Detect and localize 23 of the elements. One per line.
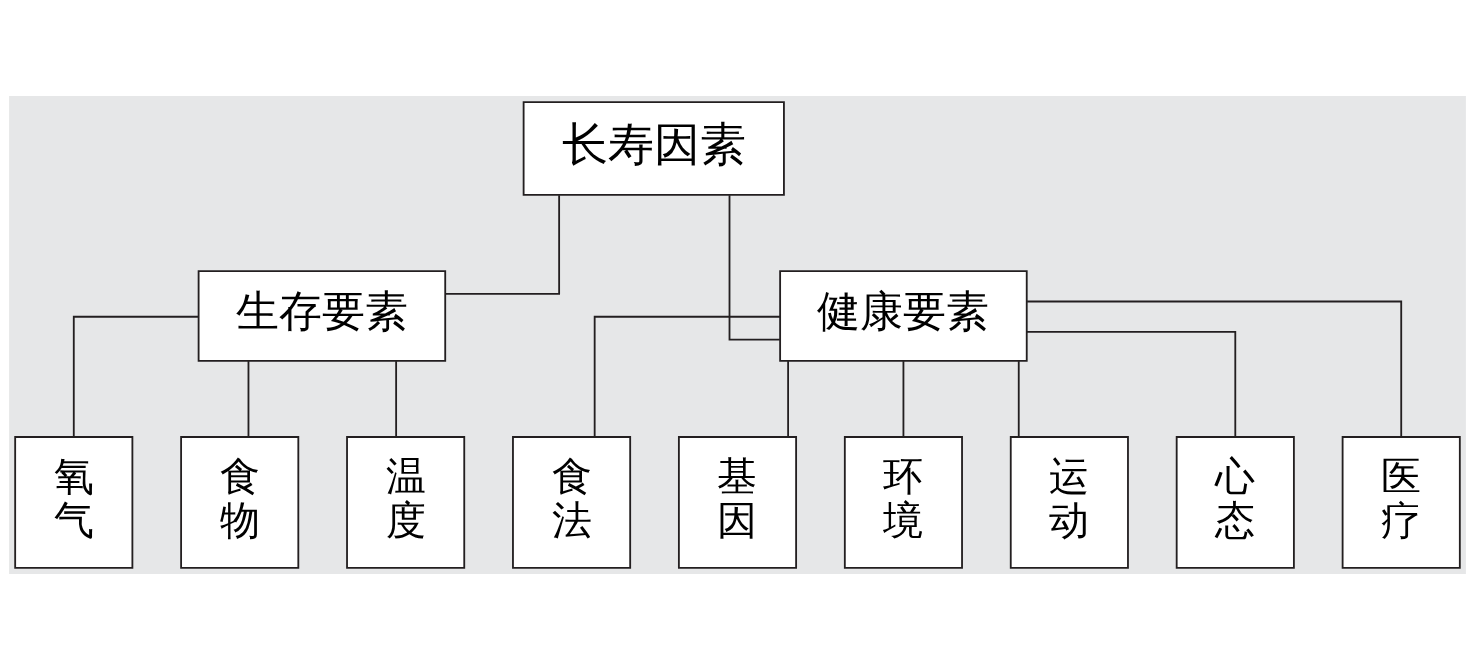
node-box: 运动 bbox=[1009, 436, 1129, 569]
connector bbox=[395, 360, 398, 438]
node-box: 氧气 bbox=[14, 436, 134, 569]
connector bbox=[787, 360, 790, 438]
node-box: 医疗 bbox=[1341, 436, 1461, 569]
node-box: 健康要素 bbox=[779, 270, 1028, 362]
connector bbox=[1026, 331, 1237, 438]
node-box: 食法 bbox=[512, 436, 632, 569]
node-box: 温度 bbox=[346, 436, 466, 569]
connector bbox=[72, 315, 200, 438]
connector bbox=[1017, 360, 1020, 438]
node-box: 环境 bbox=[843, 436, 963, 569]
connector bbox=[444, 194, 561, 295]
connector bbox=[728, 194, 781, 341]
node-box: 生存要素 bbox=[197, 270, 447, 362]
connector bbox=[902, 360, 905, 438]
node-box: 基因 bbox=[677, 436, 798, 569]
node-box: 心态 bbox=[1175, 436, 1295, 569]
connector bbox=[247, 360, 250, 438]
connector bbox=[1026, 300, 1403, 438]
node-box: 长寿因素 bbox=[522, 101, 785, 196]
connector bbox=[593, 315, 781, 438]
node-box: 食物 bbox=[180, 436, 300, 569]
